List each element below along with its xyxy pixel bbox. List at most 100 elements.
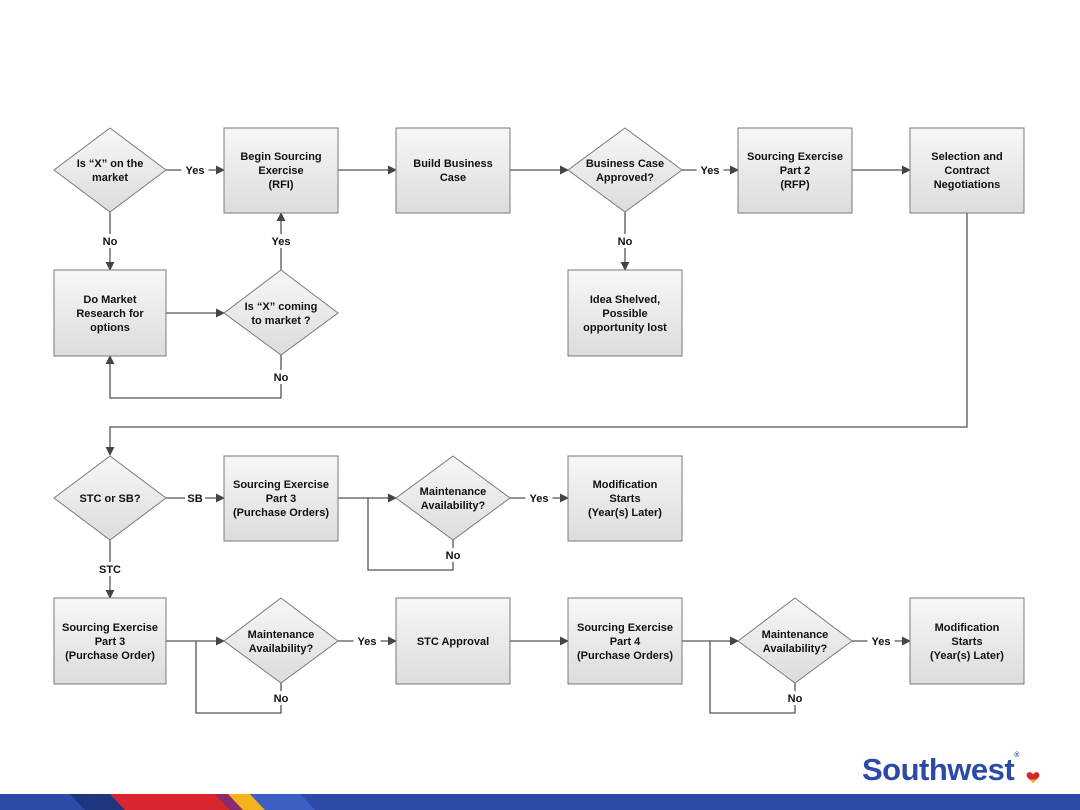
edge-label-no: No: [618, 236, 633, 248]
node-label-line: Availability?: [249, 643, 314, 655]
node-label-line: Starts: [951, 636, 982, 648]
footer-brand-stripe: [0, 794, 1080, 810]
node-label-line: Modification: [593, 479, 658, 491]
node-label-line: (Purchase Orders): [577, 650, 673, 662]
edge-label-background: [181, 163, 209, 177]
connector-n6-n10: [105, 213, 968, 456]
edge-label-yes: Yes: [530, 493, 549, 505]
node-label-line: Do Market: [83, 294, 137, 306]
edge-label-background: [615, 234, 635, 248]
southwest-logo-text: Southwest®: [862, 752, 1019, 788]
node-label-line: Part 3: [266, 493, 297, 505]
node-label-line: Modification: [935, 622, 1000, 634]
node-label-line: Sourcing Exercise: [577, 622, 673, 634]
edge-label-background: [785, 691, 805, 705]
process-stc-approval: STC Approval: [395, 597, 511, 685]
node-label-line: Availability?: [421, 500, 486, 512]
node-label-line: Case: [440, 172, 466, 184]
node-label-line: (Purchase Orders): [233, 507, 329, 519]
node-label-line: Part 2: [780, 165, 811, 177]
node-label-line: Sourcing Exercise: [747, 151, 843, 163]
edge-label-sb: SB: [187, 493, 202, 505]
edge-label-background: [271, 370, 291, 384]
node-label-line: STC or SB?: [79, 493, 140, 505]
edge-label-yes: Yes: [872, 636, 891, 648]
edge-label-no: No: [788, 693, 803, 705]
edge-label-no: No: [274, 693, 289, 705]
node-label-line: Is “X” on the: [77, 158, 144, 170]
edge-label-background: [353, 634, 381, 648]
edge-label-no: No: [446, 550, 461, 562]
edge-labels: Yes No Yes No Yes No SB STC Yes No Yes N…: [96, 163, 895, 705]
node-label-line: opportunity lost: [583, 322, 667, 334]
connector-n8-n7: [105, 355, 282, 399]
node-label-line: Build Business: [413, 158, 492, 170]
node-label-line: Approved?: [596, 172, 654, 184]
node-label-line: Exercise: [258, 165, 303, 177]
node-label-line: Selection and: [931, 151, 1003, 163]
node-label-line: (Year(s) Later): [930, 650, 1004, 662]
node-label-line: Sourcing Exercise: [62, 622, 158, 634]
node-label-line: Availability?: [763, 643, 828, 655]
edge-label-yes: Yes: [272, 236, 291, 248]
node-label-line: (RFI): [268, 179, 293, 191]
logo-trademark: ®: [1014, 752, 1019, 759]
logo-wordmark: Southwest: [862, 752, 1015, 787]
node-label-line: options: [90, 322, 130, 334]
process-stc-approval-text: STC Approval: [417, 636, 489, 648]
edge-label-background: [267, 234, 295, 248]
node-label-line: Begin Sourcing: [240, 151, 321, 163]
edge-label-yes: Yes: [186, 165, 205, 177]
edge-label-background: [696, 163, 724, 177]
node-label-line: (Purchase Order): [65, 650, 155, 662]
node-label-line: Is “X” coming: [245, 301, 318, 313]
node-label-line: Negotiations: [934, 179, 1001, 191]
edge-label-no: No: [274, 372, 289, 384]
edge-label-background: [867, 634, 895, 648]
node-label-line: Part 3: [95, 636, 126, 648]
heart-logo-icon: [1026, 772, 1040, 783]
node-label-line: Maintenance: [762, 629, 829, 641]
node-label-line: Maintenance: [248, 629, 315, 641]
edge-label-yes: Yes: [358, 636, 377, 648]
node-label-line: Part 4: [610, 636, 641, 648]
decision-stc-or-sb-text: STC or SB?: [79, 493, 140, 505]
node-label-line: (RFP): [780, 179, 810, 191]
node-label-line: STC Approval: [417, 636, 489, 648]
edge-label-no: No: [103, 236, 118, 248]
edge-label-background: [271, 691, 291, 705]
node-label-line: (Year(s) Later): [588, 507, 662, 519]
